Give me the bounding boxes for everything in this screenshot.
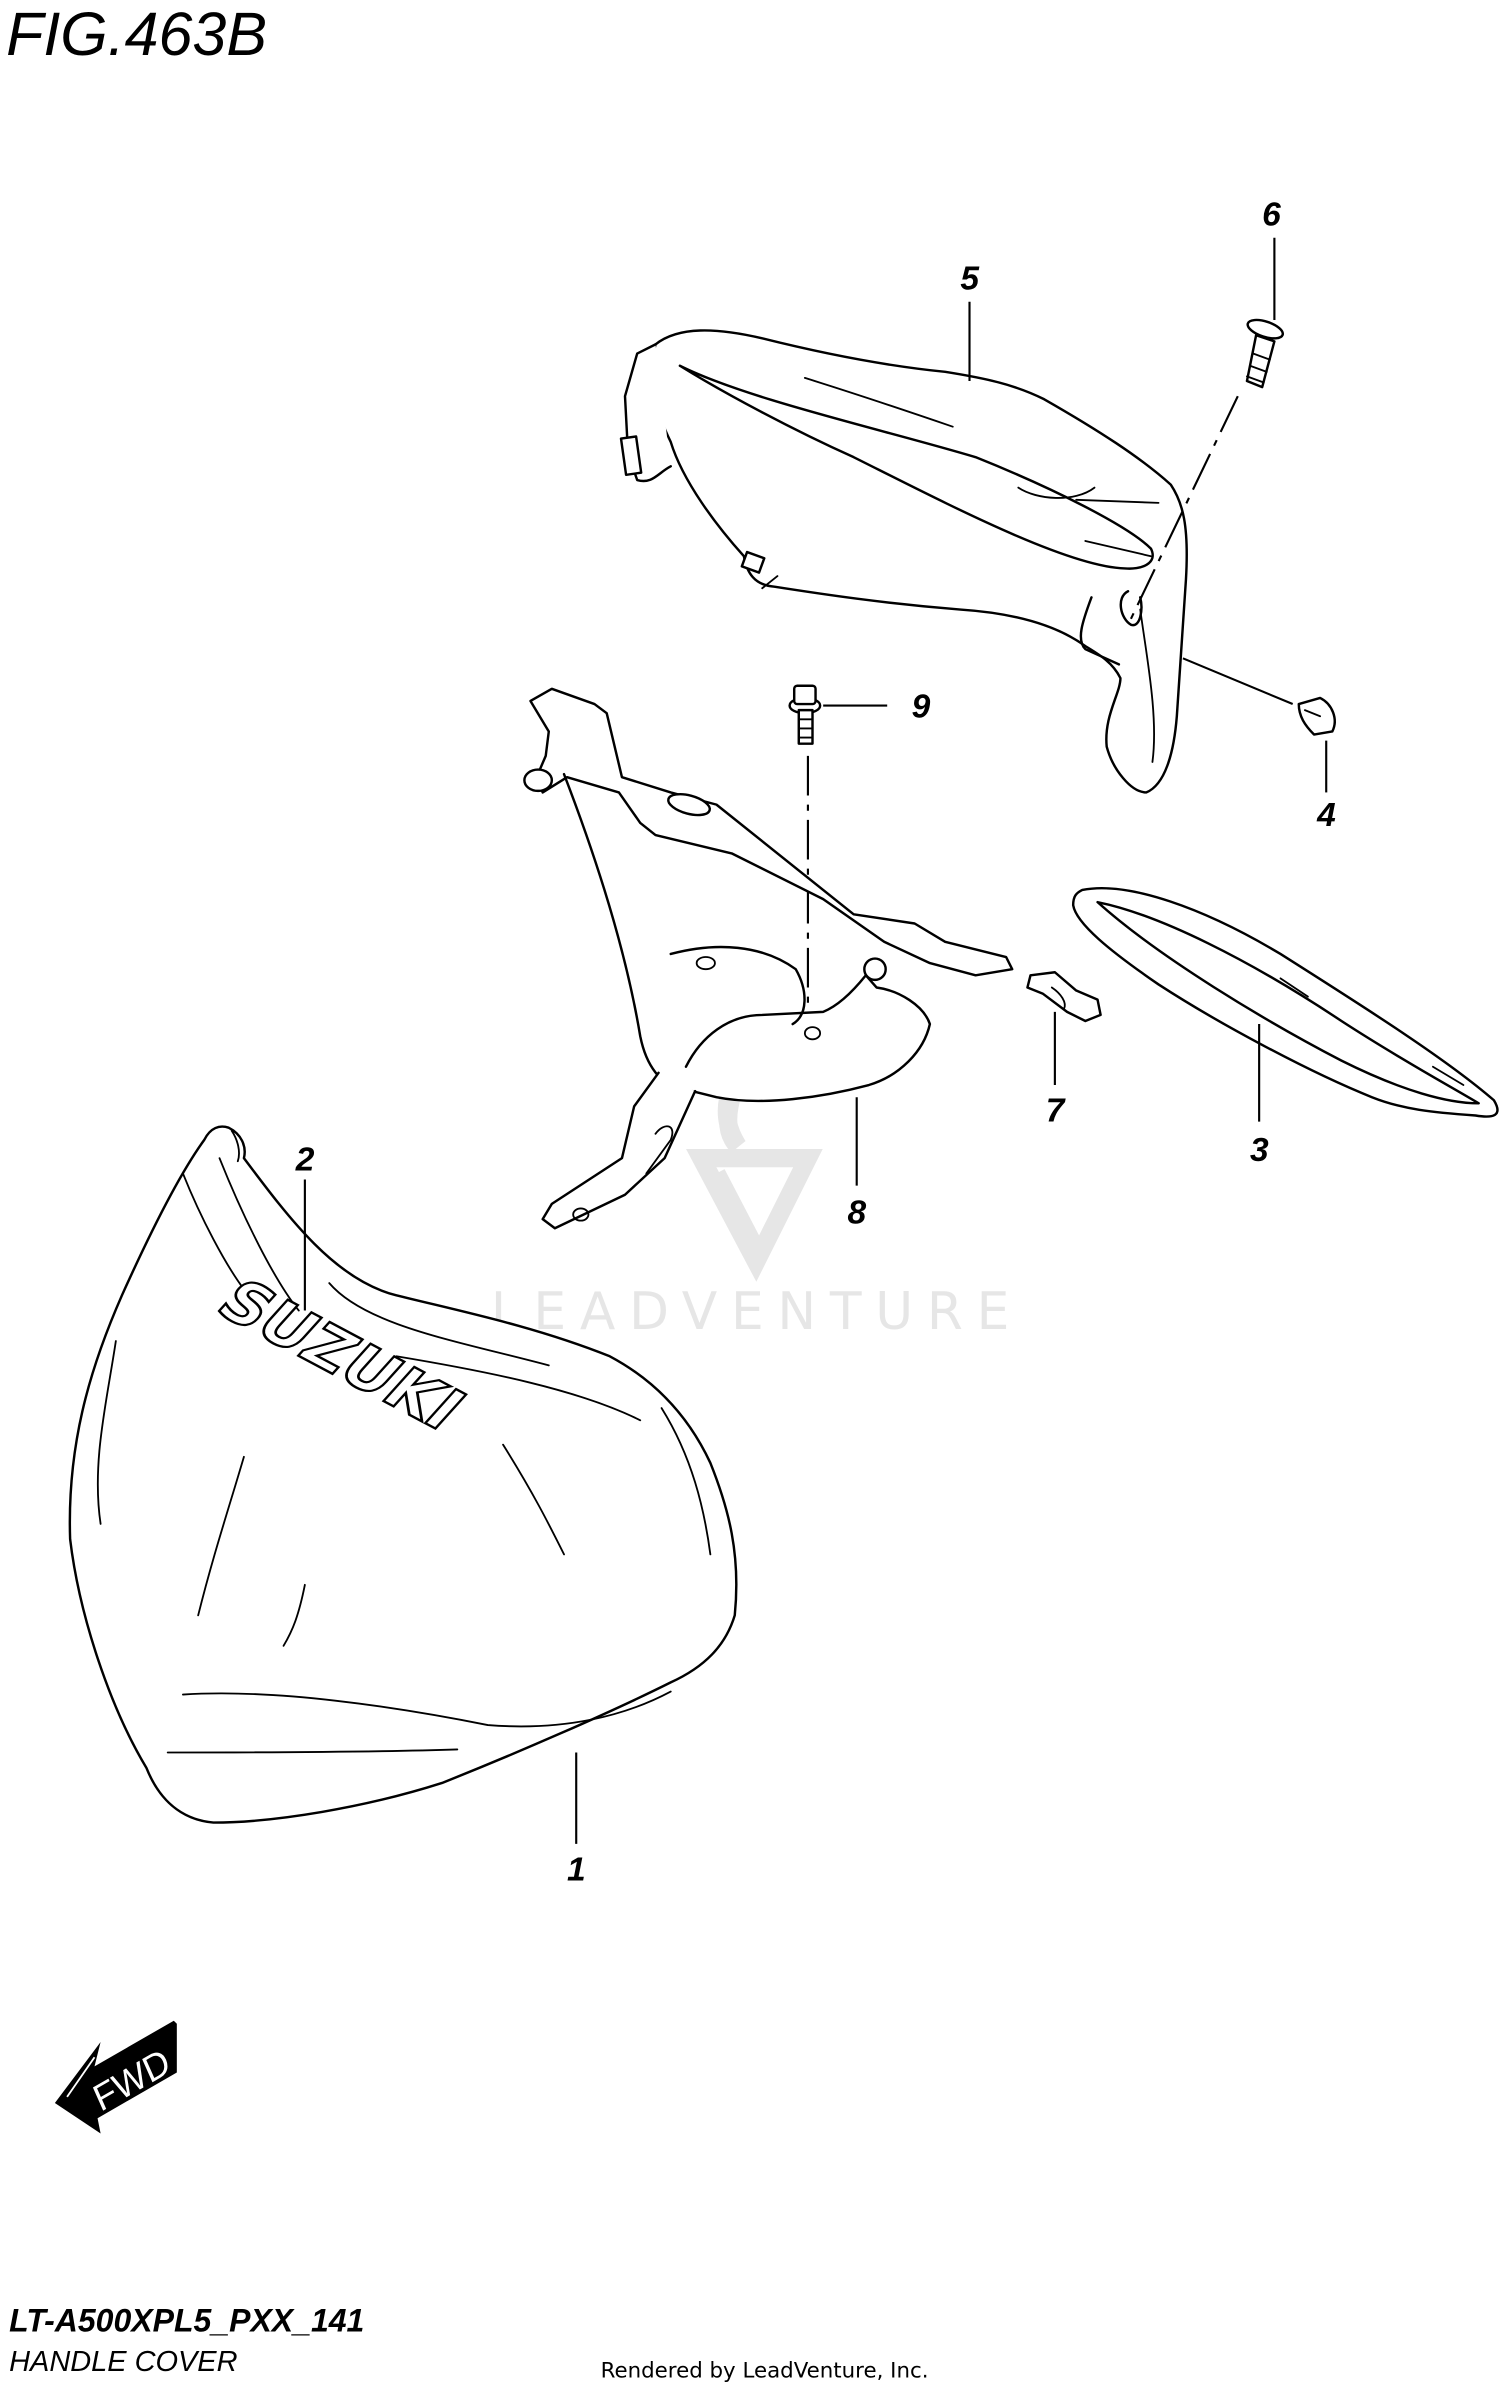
- section-name: HANDLE COVER: [9, 2346, 237, 2378]
- figure-title: FIG.463B: [6, 0, 267, 68]
- callout-4[interactable]: 4: [1316, 797, 1336, 834]
- part-4-clip-nut[interactable]: [1297, 696, 1336, 736]
- part-1-handle-cover[interactable]: SUZUKI: [68, 1125, 738, 1824]
- model-code: LT-A500XPL5_PXX_141: [9, 2303, 364, 2339]
- part-7-clip[interactable]: [1026, 971, 1102, 1023]
- part-9-bolt[interactable]: [788, 684, 822, 745]
- watermark-text: LEADVENTURE: [491, 1282, 1023, 1342]
- callout-5[interactable]: 5: [960, 261, 980, 298]
- leadventure-watermark: LEADVENTURE: [491, 1043, 1023, 1342]
- watermark-v-icon: [686, 1149, 823, 1282]
- callout-1[interactable]: 1: [567, 1851, 586, 1888]
- callout-2[interactable]: 2: [295, 1141, 315, 1178]
- part-8-bracket[interactable]: [523, 687, 1014, 1230]
- assembly-line-6: [1127, 395, 1239, 626]
- callout-3[interactable]: 3: [1250, 1132, 1269, 1169]
- part-3-visor[interactable]: [1071, 886, 1499, 1118]
- rendered-by-credit: Rendered by LeadVenture, Inc.: [601, 2358, 929, 2383]
- callout-8[interactable]: 8: [848, 1195, 867, 1232]
- callout-9[interactable]: 9: [912, 689, 931, 726]
- part-6-screw[interactable]: [1245, 316, 1285, 389]
- fwd-direction-icon: FWD: [54, 2019, 177, 2134]
- part-5-upper-cover[interactable]: [619, 329, 1188, 794]
- callout-7[interactable]: 7: [1046, 1093, 1066, 1130]
- leader-line-4: [1182, 657, 1294, 706]
- callout-6[interactable]: 6: [1262, 197, 1281, 234]
